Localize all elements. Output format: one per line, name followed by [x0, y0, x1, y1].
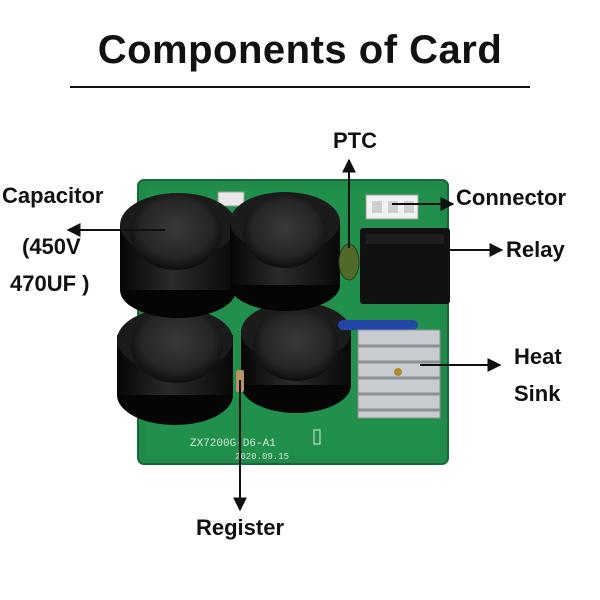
- capacitor-top-left: [120, 193, 236, 318]
- capacitor-bottom-right: [241, 302, 351, 413]
- silkscreen-model: ZX7200G-D6-A1: [190, 438, 276, 450]
- label-capacitor-spec-line2: 470UF ): [10, 271, 90, 296]
- blue-jumper: [338, 320, 418, 330]
- diagram-title: Components of Card: [97, 28, 503, 72]
- label-connector: Connector: [456, 185, 566, 210]
- ptc-element: [338, 243, 360, 281]
- label-heat-sink-line1: Heat: [514, 344, 562, 369]
- connector-block: [365, 194, 419, 220]
- label-capacitor-spec-line1: (450V: [22, 234, 81, 259]
- label-heat-sink-line2: Sink: [514, 381, 561, 406]
- capacitor-top-right: [230, 192, 340, 311]
- title-underline: [70, 86, 530, 88]
- relay-block: [360, 228, 450, 304]
- top-small-connector: [217, 191, 245, 207]
- heat-sink: [357, 329, 441, 419]
- label-register: Register: [196, 515, 285, 540]
- label-ptc: PTC: [333, 128, 377, 153]
- silkscreen-date: 2020.09.15: [235, 452, 289, 462]
- capacitor-bottom-left: [117, 307, 233, 425]
- silkscreen-mark: [313, 429, 321, 445]
- label-capacitor: Capacitor: [2, 183, 104, 208]
- label-relay: Relay: [506, 237, 565, 262]
